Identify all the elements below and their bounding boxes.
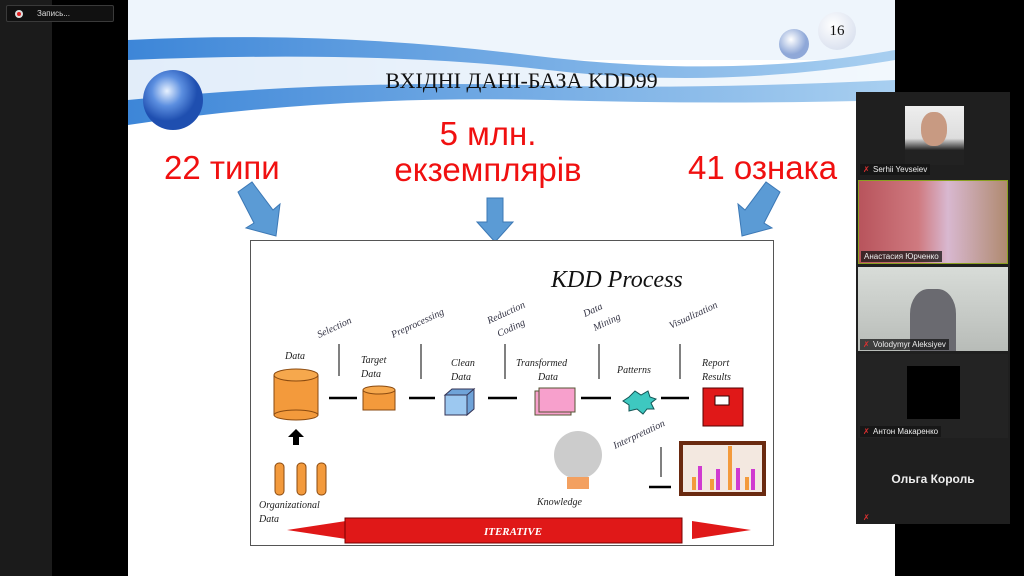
mic-muted-icon: ✗	[863, 513, 870, 522]
callout-arrows	[237, 181, 781, 243]
page-number: 16	[818, 12, 856, 50]
step-visualization: Visualization	[668, 300, 720, 332]
target-cylinder-icon	[362, 385, 396, 411]
participant-name: Serhii Yevseiev	[873, 165, 928, 174]
node-clean: Clean	[451, 358, 475, 369]
callout-instances-line2: екземплярів	[394, 151, 582, 188]
presentation-slide: 16 ВХІДНІ ДАНІ-БАЗА KDD99 22 типи 5 млн.…	[128, 0, 895, 576]
bar-chart-icon	[679, 441, 766, 496]
node-transformed: Transformed	[516, 358, 568, 369]
arrow-down-left-icon	[237, 181, 281, 237]
svg-text:Data: Data	[450, 372, 471, 383]
step-data: Data	[581, 301, 605, 320]
node-report: Report	[701, 358, 729, 369]
name-tag: ✗Serhii Yevseiev	[860, 164, 931, 175]
callout-features: 41 ознака	[688, 149, 838, 186]
node-organizational: Organizational	[259, 500, 320, 511]
slide-title: ВХІДНІ ДАНІ-БАЗА KDD99	[385, 68, 658, 93]
left-margin	[0, 0, 52, 576]
node-target: Target	[361, 355, 387, 366]
participant-tile[interactable]: ✗Serhii Yevseiev	[858, 92, 1008, 176]
name-tag: ✗Антон Макаренко	[860, 426, 942, 437]
step-interpretation: Interpretation	[611, 418, 667, 452]
participant-name: Антон Макаренко	[873, 427, 939, 436]
name-tag: ✗	[860, 513, 873, 523]
node-data: Data	[284, 351, 305, 362]
node-patterns: Patterns	[616, 365, 651, 376]
kdd-process-diagram: KDD Process Selection Preprocessing Redu…	[250, 240, 774, 546]
vertical-arrows	[338, 344, 681, 477]
diagram-title: KDD Process	[550, 267, 683, 293]
mic-muted-icon: ✗	[863, 426, 870, 436]
svg-text:Results: Results	[701, 372, 731, 383]
flow-arrows	[329, 396, 689, 489]
mic-muted-icon: ✗	[863, 339, 870, 349]
mic-muted-icon: ✗	[863, 164, 870, 174]
step-selection: Selection	[316, 315, 354, 340]
lightbulb-icon	[554, 431, 602, 489]
participant-tile[interactable]: ✗Антон Макаренко	[858, 354, 1008, 438]
iterative-arrow: ITERATIVE	[287, 517, 751, 544]
svg-text:Data: Data	[360, 369, 381, 380]
callout-instances: 5 млн. екземплярів	[388, 116, 588, 188]
arrow-down-icon	[475, 197, 515, 243]
participant-name: Анастасия Юрченко	[864, 252, 939, 261]
report-notebook-icon	[702, 387, 744, 427]
participants-panel: ✗Serhii Yevseiev Анастасия Юрченко ✗Volo…	[856, 92, 1010, 524]
step-preprocessing: Preprocessing	[389, 307, 446, 341]
iterative-label: ITERATIVE	[483, 526, 542, 538]
transformed-pages-icon	[534, 387, 576, 416]
participant-video	[907, 366, 960, 419]
slide-header-decoration	[128, 0, 895, 130]
record-icon	[15, 9, 23, 18]
participant-name: Volodymyr Aleksiyev	[873, 340, 946, 349]
data-cylinder-icon	[273, 368, 319, 421]
participant-name: Ольга Король	[891, 472, 975, 486]
patterns-star-icon	[622, 390, 658, 415]
participant-tile[interactable]: Анастасия Юрченко	[858, 180, 1008, 264]
node-knowledge: Knowledge	[536, 497, 583, 508]
callout-instances-line1: 5 млн.	[439, 115, 537, 152]
svg-text:Data: Data	[537, 372, 558, 383]
name-tag: Анастасия Юрченко	[861, 251, 942, 262]
clean-cube-icon	[443, 387, 476, 417]
svg-text:Data: Data	[258, 514, 279, 525]
participant-tile[interactable]: Ольга Король ✗	[858, 438, 1008, 524]
participant-video	[905, 106, 964, 165]
participant-tile[interactable]: ✗Volodymyr Aleksiyev	[858, 267, 1008, 351]
recording-label: Запись...	[37, 9, 70, 18]
recording-indicator[interactable]: Запись...	[6, 5, 114, 22]
arrow-down-right-icon	[737, 181, 781, 237]
arrow-up-icon	[288, 429, 304, 445]
name-tag: ✗Volodymyr Aleksiyev	[860, 339, 949, 350]
callout-types: 22 типи	[164, 149, 280, 186]
organizational-data-icon	[274, 462, 327, 496]
